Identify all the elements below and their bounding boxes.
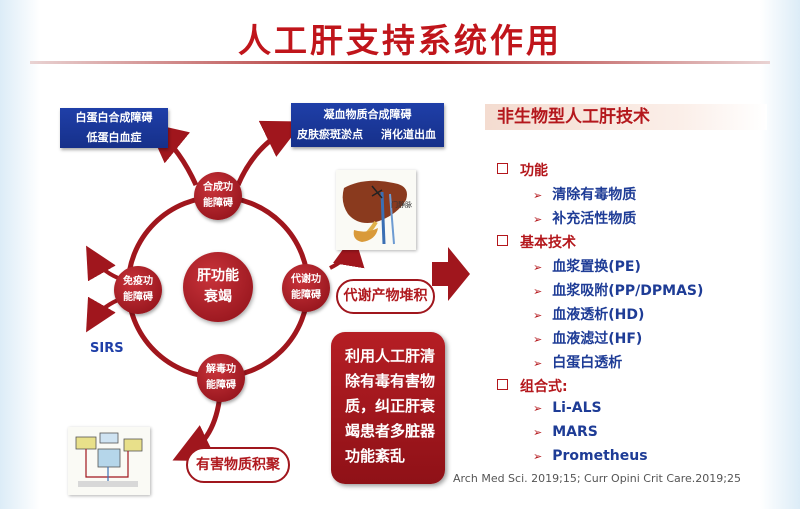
node-line: 能障碍 bbox=[291, 290, 321, 301]
node-line: 免疫功 bbox=[123, 276, 153, 287]
arrow-to-sirs-lower bbox=[86, 296, 119, 333]
list-item: ➢ Prometheus bbox=[533, 448, 648, 464]
node-synthesis-dysfunction: 合成功能障碍 bbox=[194, 172, 242, 220]
node-line: 解毒功 bbox=[206, 364, 236, 375]
chevron-right-icon: ➢ bbox=[533, 450, 543, 463]
section-label: 基本技术 bbox=[520, 235, 576, 251]
card-line: 除有毒有害物 bbox=[345, 372, 436, 390]
arrow-to-sirs-upper bbox=[86, 245, 119, 282]
section-label: 组合式: bbox=[520, 379, 568, 395]
node-immune-dysfunction: 免疫功能障碍 bbox=[114, 266, 162, 314]
coagulation-box-line: 凝血物质合成障碍 bbox=[323, 108, 412, 121]
chevron-right-icon: ➢ bbox=[533, 213, 543, 226]
node-line: 能障碍 bbox=[123, 292, 153, 303]
node-line: 合成功 bbox=[203, 182, 233, 193]
portal-vein-label: 门静脉 bbox=[391, 201, 412, 209]
tech-heading: 非生物型人工肝技术 bbox=[485, 104, 767, 130]
arrow-to-toxin-tag bbox=[172, 394, 223, 462]
coagulation-box-line: 皮肤瘀斑淤点 bbox=[297, 128, 363, 141]
liver-illustration: 门静脉 bbox=[336, 170, 416, 250]
sirs-label: SIRS bbox=[90, 341, 124, 356]
liver-failure-center: 肝功能 衰竭 bbox=[183, 252, 253, 322]
list-item: ➢ 血液滤过(HF) bbox=[533, 328, 642, 348]
item-label: Prometheus bbox=[552, 448, 648, 464]
synthesis-box: 白蛋白合成障碍 低蛋白血症 bbox=[60, 108, 168, 148]
list-item: ➢ MARS bbox=[533, 424, 598, 440]
title-divider bbox=[30, 61, 770, 64]
item-label: Li-ALS bbox=[552, 400, 602, 416]
node-detox-dysfunction: 解毒功能障碍 bbox=[197, 354, 245, 402]
item-label: 补充活性物质 bbox=[552, 211, 637, 227]
card-line: 质，纠正肝衰 bbox=[345, 397, 436, 415]
card-line: 竭患者多脏器 bbox=[345, 422, 436, 440]
list-item: ➢ 血液透析(HD) bbox=[533, 304, 644, 324]
chevron-right-icon: ➢ bbox=[533, 261, 543, 274]
section-function: 功能 bbox=[497, 160, 548, 180]
artificial-liver-card: 利用人工肝清 除有毒有害物 质，纠正肝衰 竭患者多脏器 功能紊乱 bbox=[331, 332, 445, 484]
list-item: ➢ 白蛋白透析 bbox=[533, 352, 622, 372]
arrow-to-coagulation-box bbox=[235, 120, 304, 186]
item-label: 血浆吸附(PP/DPMAS) bbox=[552, 283, 704, 299]
section-basic-tech: 基本技术 bbox=[497, 232, 576, 252]
square-bullet-icon bbox=[497, 235, 508, 246]
item-label: 血液滤过(HF) bbox=[552, 331, 643, 347]
item-label: MARS bbox=[552, 424, 598, 440]
square-bullet-icon bbox=[497, 379, 508, 390]
coagulation-box: 凝血物质合成障碍 皮肤瘀斑淤点 消化道出血 bbox=[291, 103, 444, 147]
synthesis-box-line: 白蛋白合成障碍 bbox=[75, 111, 153, 124]
card-line: 利用人工肝清 bbox=[345, 347, 436, 365]
coagulation-box-line: 消化道出血 bbox=[381, 128, 436, 141]
chevron-right-icon: ➢ bbox=[533, 189, 543, 202]
chevron-right-icon: ➢ bbox=[533, 426, 543, 439]
list-item: ➢ 清除有毒物质 bbox=[533, 184, 636, 204]
liver-icon bbox=[342, 180, 407, 245]
card-line: 功能紊乱 bbox=[345, 447, 406, 465]
node-line: 能障碍 bbox=[206, 380, 236, 391]
citation: Arch Med Sci. 2019;15; Curr Opini Crit C… bbox=[453, 472, 741, 485]
list-item: ➢ Li-ALS bbox=[533, 400, 602, 416]
center-line: 衰竭 bbox=[204, 289, 232, 305]
synthesis-box-line: 低蛋白血症 bbox=[86, 131, 142, 144]
node-line: 代谢功 bbox=[291, 274, 321, 285]
item-label: 血液透析(HD) bbox=[552, 307, 645, 323]
list-item: ➢ 血浆吸附(PP/DPMAS) bbox=[533, 280, 703, 300]
chevron-right-icon: ➢ bbox=[533, 309, 543, 322]
chevron-right-icon: ➢ bbox=[533, 357, 543, 370]
toxin-accumulation-tag: 有害物质积聚 bbox=[186, 447, 290, 483]
slide-title: 人工肝支持系统作用 bbox=[238, 21, 562, 60]
metabolite-accumulation-tag: 代谢产物堆积 bbox=[336, 279, 435, 314]
device-illustration bbox=[68, 427, 150, 495]
list-item: ➢ 血浆置换(PE) bbox=[533, 256, 641, 276]
square-bullet-icon bbox=[497, 163, 508, 174]
tech-list: 功能 ➢ 清除有毒物质 ➢ 补充活性物质 基本技术 ➢ 血浆置换(PE) ➢ 血浆吸附(… bbox=[497, 0, 787, 509]
section-label: 功能 bbox=[520, 163, 548, 179]
chevron-right-icon: ➢ bbox=[533, 333, 543, 346]
node-metabolic-dysfunction: 代谢功能障碍 bbox=[282, 264, 330, 312]
circuit-diagram-icon bbox=[75, 432, 143, 487]
chevron-right-icon: ➢ bbox=[533, 285, 543, 298]
chevron-right-icon: ➢ bbox=[533, 402, 543, 415]
item-label: 清除有毒物质 bbox=[552, 187, 637, 203]
section-combined: 组合式: bbox=[497, 376, 568, 396]
node-line: 能障碍 bbox=[203, 198, 233, 209]
item-label: 血浆置换(PE) bbox=[552, 259, 641, 275]
center-line: 肝功能 bbox=[197, 268, 239, 284]
list-item: ➢ 补充活性物质 bbox=[533, 208, 636, 228]
item-label: 白蛋白透析 bbox=[552, 355, 623, 371]
big-right-arrow bbox=[432, 247, 470, 301]
